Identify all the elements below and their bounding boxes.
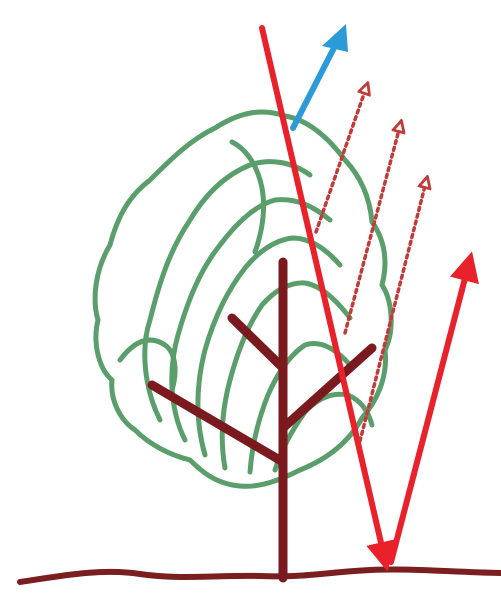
scattered-ray-1 (316, 88, 366, 232)
canopy-inner-scribble-8 (232, 142, 264, 252)
branch-right (283, 348, 372, 428)
ground-line (20, 569, 501, 582)
branch-left (152, 385, 283, 462)
blue-arrowhead-icon (322, 24, 348, 52)
scattered-ray-2 (345, 126, 400, 333)
blue-light-ray (293, 24, 348, 128)
reflected-light-ray (391, 263, 469, 562)
tree-canopy (95, 112, 391, 486)
